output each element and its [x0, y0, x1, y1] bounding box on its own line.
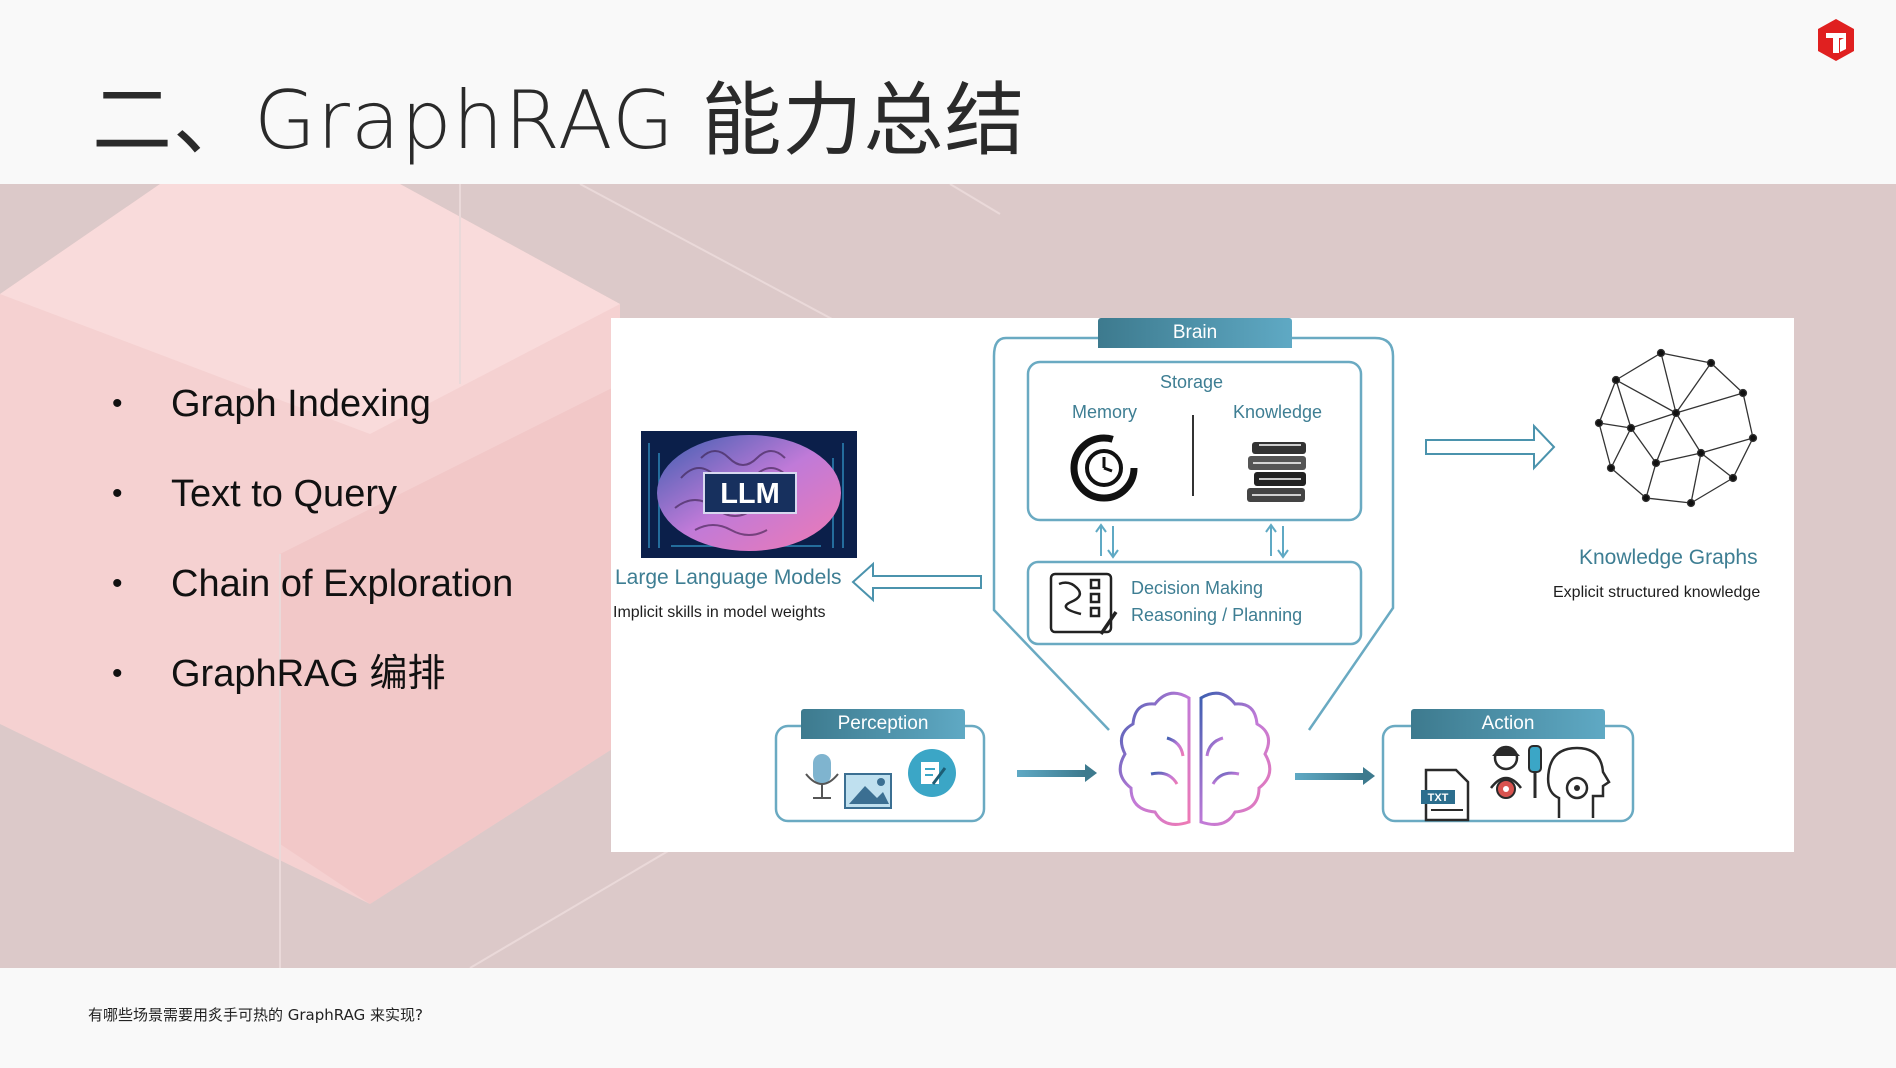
background-decoration [0, 184, 1001, 968]
diagram-graphics: LLM [641, 336, 1758, 826]
brain-icon [1118, 691, 1272, 826]
knowledge-label: Knowledge [1233, 402, 1323, 422]
content-band: •Graph Indexing •Text to Query •Chain of… [0, 184, 1896, 968]
arrow-brain-to-action-icon [1295, 767, 1375, 785]
checklist-icon [1049, 572, 1118, 635]
image-icon [844, 773, 892, 809]
reasoning-planning-label: Reasoning / Planning [1131, 605, 1303, 625]
bullet-text: Text to Query [171, 473, 397, 515]
page-title: 二、GraphRAG 能力总结 [92, 74, 1026, 167]
agent-architecture-diagram: LLM [611, 318, 1794, 852]
edit-icon [908, 749, 956, 797]
memory-label: Memory [1072, 402, 1138, 422]
llm-title: Large Language Models [615, 566, 842, 589]
kg-title: Knowledge Graphs [1579, 546, 1758, 569]
logo-icon [1818, 19, 1854, 61]
tool-icon [1528, 745, 1542, 798]
action-header: Action [1411, 709, 1605, 739]
brain-header: Brain [1098, 318, 1292, 348]
arrow-right-icon [1425, 423, 1556, 471]
bullet-text: GraphRAG 编排 [171, 653, 446, 695]
knowledge-graph-icon [1594, 348, 1758, 508]
books-icon [1247, 442, 1306, 502]
llm-subtitle: Implicit skills in model weights [613, 604, 826, 621]
llm-brain-image: LLM [641, 431, 857, 558]
perception-header: Perception [801, 709, 965, 739]
storage-label: Storage [1160, 372, 1224, 392]
txt-file-icon: TXT [1421, 768, 1470, 822]
footer-note: 有哪些场景需要用炙手可热的 GraphRAG 来实现? [88, 1006, 423, 1024]
svg-text:TXT: TXT [1428, 792, 1449, 804]
worker-gear-icon [1490, 745, 1522, 799]
slide-footer: 有哪些场景需要用炙手可热的 GraphRAG 来实现? [0, 968, 1896, 1068]
slide-header: 二、GraphRAG 能力总结 [0, 0, 1896, 184]
llm-badge: LLM [720, 478, 780, 510]
arrow-left-icon [851, 561, 982, 603]
bullet-text: Graph Indexing [171, 383, 431, 425]
head-gear-icon [1546, 746, 1611, 818]
microphone-icon [805, 754, 839, 799]
kg-subtitle: Explicit structured knowledge [1553, 584, 1761, 601]
decision-making-label: Decision Making [1131, 578, 1264, 598]
bullet-text: Chain of Exploration [171, 563, 514, 605]
clock-icon [1070, 434, 1138, 502]
arrow-perception-to-brain-icon [1017, 764, 1097, 782]
